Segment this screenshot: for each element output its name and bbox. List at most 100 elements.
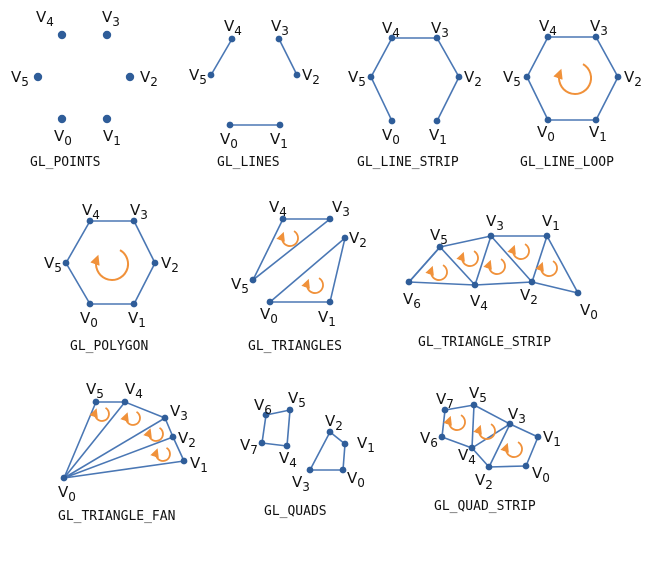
vertex-label: V6 [254, 396, 272, 417]
vertex-point [57, 30, 67, 40]
vertex-point [92, 398, 100, 406]
vertex-point [125, 72, 135, 82]
edge [408, 246, 441, 283]
vertex-point [326, 298, 334, 306]
vertex-label: V0 [260, 305, 278, 326]
edge [471, 404, 475, 449]
vertex-point [614, 73, 622, 81]
vertex-label: V0 [80, 309, 98, 330]
edge [408, 281, 476, 286]
vertex-point [151, 259, 159, 267]
vertex-point [102, 30, 112, 40]
vertex-point [33, 72, 43, 82]
winding-arrow-icon [425, 264, 448, 281]
winding-arrow-icon [483, 258, 506, 275]
vertex-point [226, 121, 234, 129]
vertex-label: V2 [464, 68, 482, 89]
edge [474, 281, 533, 286]
edge [278, 38, 298, 76]
vertex-point [339, 466, 347, 474]
edge [436, 76, 460, 122]
edge [441, 436, 473, 449]
primitive-caption: GL_QUAD_STRIP [434, 499, 536, 514]
vertex-label: V7 [436, 390, 454, 411]
vertex-point [341, 234, 349, 242]
primitive-caption: GL_TRIANGLES [248, 339, 342, 354]
edge [309, 431, 331, 471]
vertex-point [388, 117, 396, 125]
vertex-label: V1 [542, 212, 560, 233]
primitive-caption: GL_TRIANGLE_FAN [58, 509, 175, 524]
vertex-label: V1 [589, 123, 607, 144]
edge [546, 235, 579, 294]
vertex-label: V1 [429, 126, 447, 147]
vertex-point [275, 35, 283, 43]
vertex-point [544, 116, 552, 124]
vertex-point [326, 428, 334, 436]
vertex-point [306, 466, 314, 474]
edge [471, 423, 511, 449]
edge [63, 436, 174, 479]
edge [63, 401, 126, 479]
edge [269, 237, 346, 303]
vertex-label: V4 [382, 19, 400, 40]
primitive-caption: GL_POINTS [30, 155, 100, 170]
winding-arrow-icon [535, 260, 558, 277]
vertex-point [433, 34, 441, 42]
edge [439, 246, 476, 286]
vertex-point [86, 217, 94, 225]
vertex-label: V2 [475, 471, 493, 492]
vertex-point [283, 442, 291, 450]
edge [370, 37, 393, 78]
edge [63, 417, 166, 479]
vertex-label: V3 [332, 198, 350, 219]
vertex-label: V5 [231, 275, 249, 296]
edge [329, 237, 346, 303]
primitive-caption: GL_QUADS [264, 504, 327, 519]
vertex-label: V4 [458, 446, 476, 467]
vertex-point [436, 243, 444, 251]
edge [531, 281, 579, 294]
vertex-point [130, 217, 138, 225]
vertex-label: V7 [240, 436, 258, 457]
vertex-label: V5 [11, 68, 29, 89]
vertex-label: V1 [318, 308, 336, 329]
winding-arrow-icon [500, 441, 523, 458]
vertex-label: V4 [36, 8, 54, 29]
edge [370, 76, 393, 122]
vertex-label: V0 [532, 464, 550, 485]
vertex-label: V0 [382, 126, 400, 147]
edge [261, 414, 267, 444]
edge [488, 465, 527, 468]
winding-arrow-icon [276, 230, 299, 247]
vertex-point [161, 414, 169, 422]
vertex-label: V0 [220, 130, 238, 151]
vertex-point [485, 463, 493, 471]
vertex-point [388, 34, 396, 42]
edge [63, 401, 97, 479]
vertex-label: V5 [86, 380, 104, 401]
edge [474, 235, 492, 286]
winding-arrow-icon [443, 414, 466, 431]
vertex-point [326, 215, 334, 223]
edge [525, 436, 539, 467]
edge [252, 218, 331, 281]
winding-arrow-icon [301, 277, 324, 294]
edge [124, 401, 166, 419]
primitive-caption: GL_LINES [217, 155, 280, 170]
vertex-point [487, 232, 495, 240]
vertex-point [293, 71, 301, 79]
vertex-point [405, 278, 413, 286]
vertex-point [121, 398, 129, 406]
vertex-label: V2 [325, 412, 343, 433]
vertex-label: V3 [486, 212, 504, 233]
vertex-point [62, 259, 70, 267]
